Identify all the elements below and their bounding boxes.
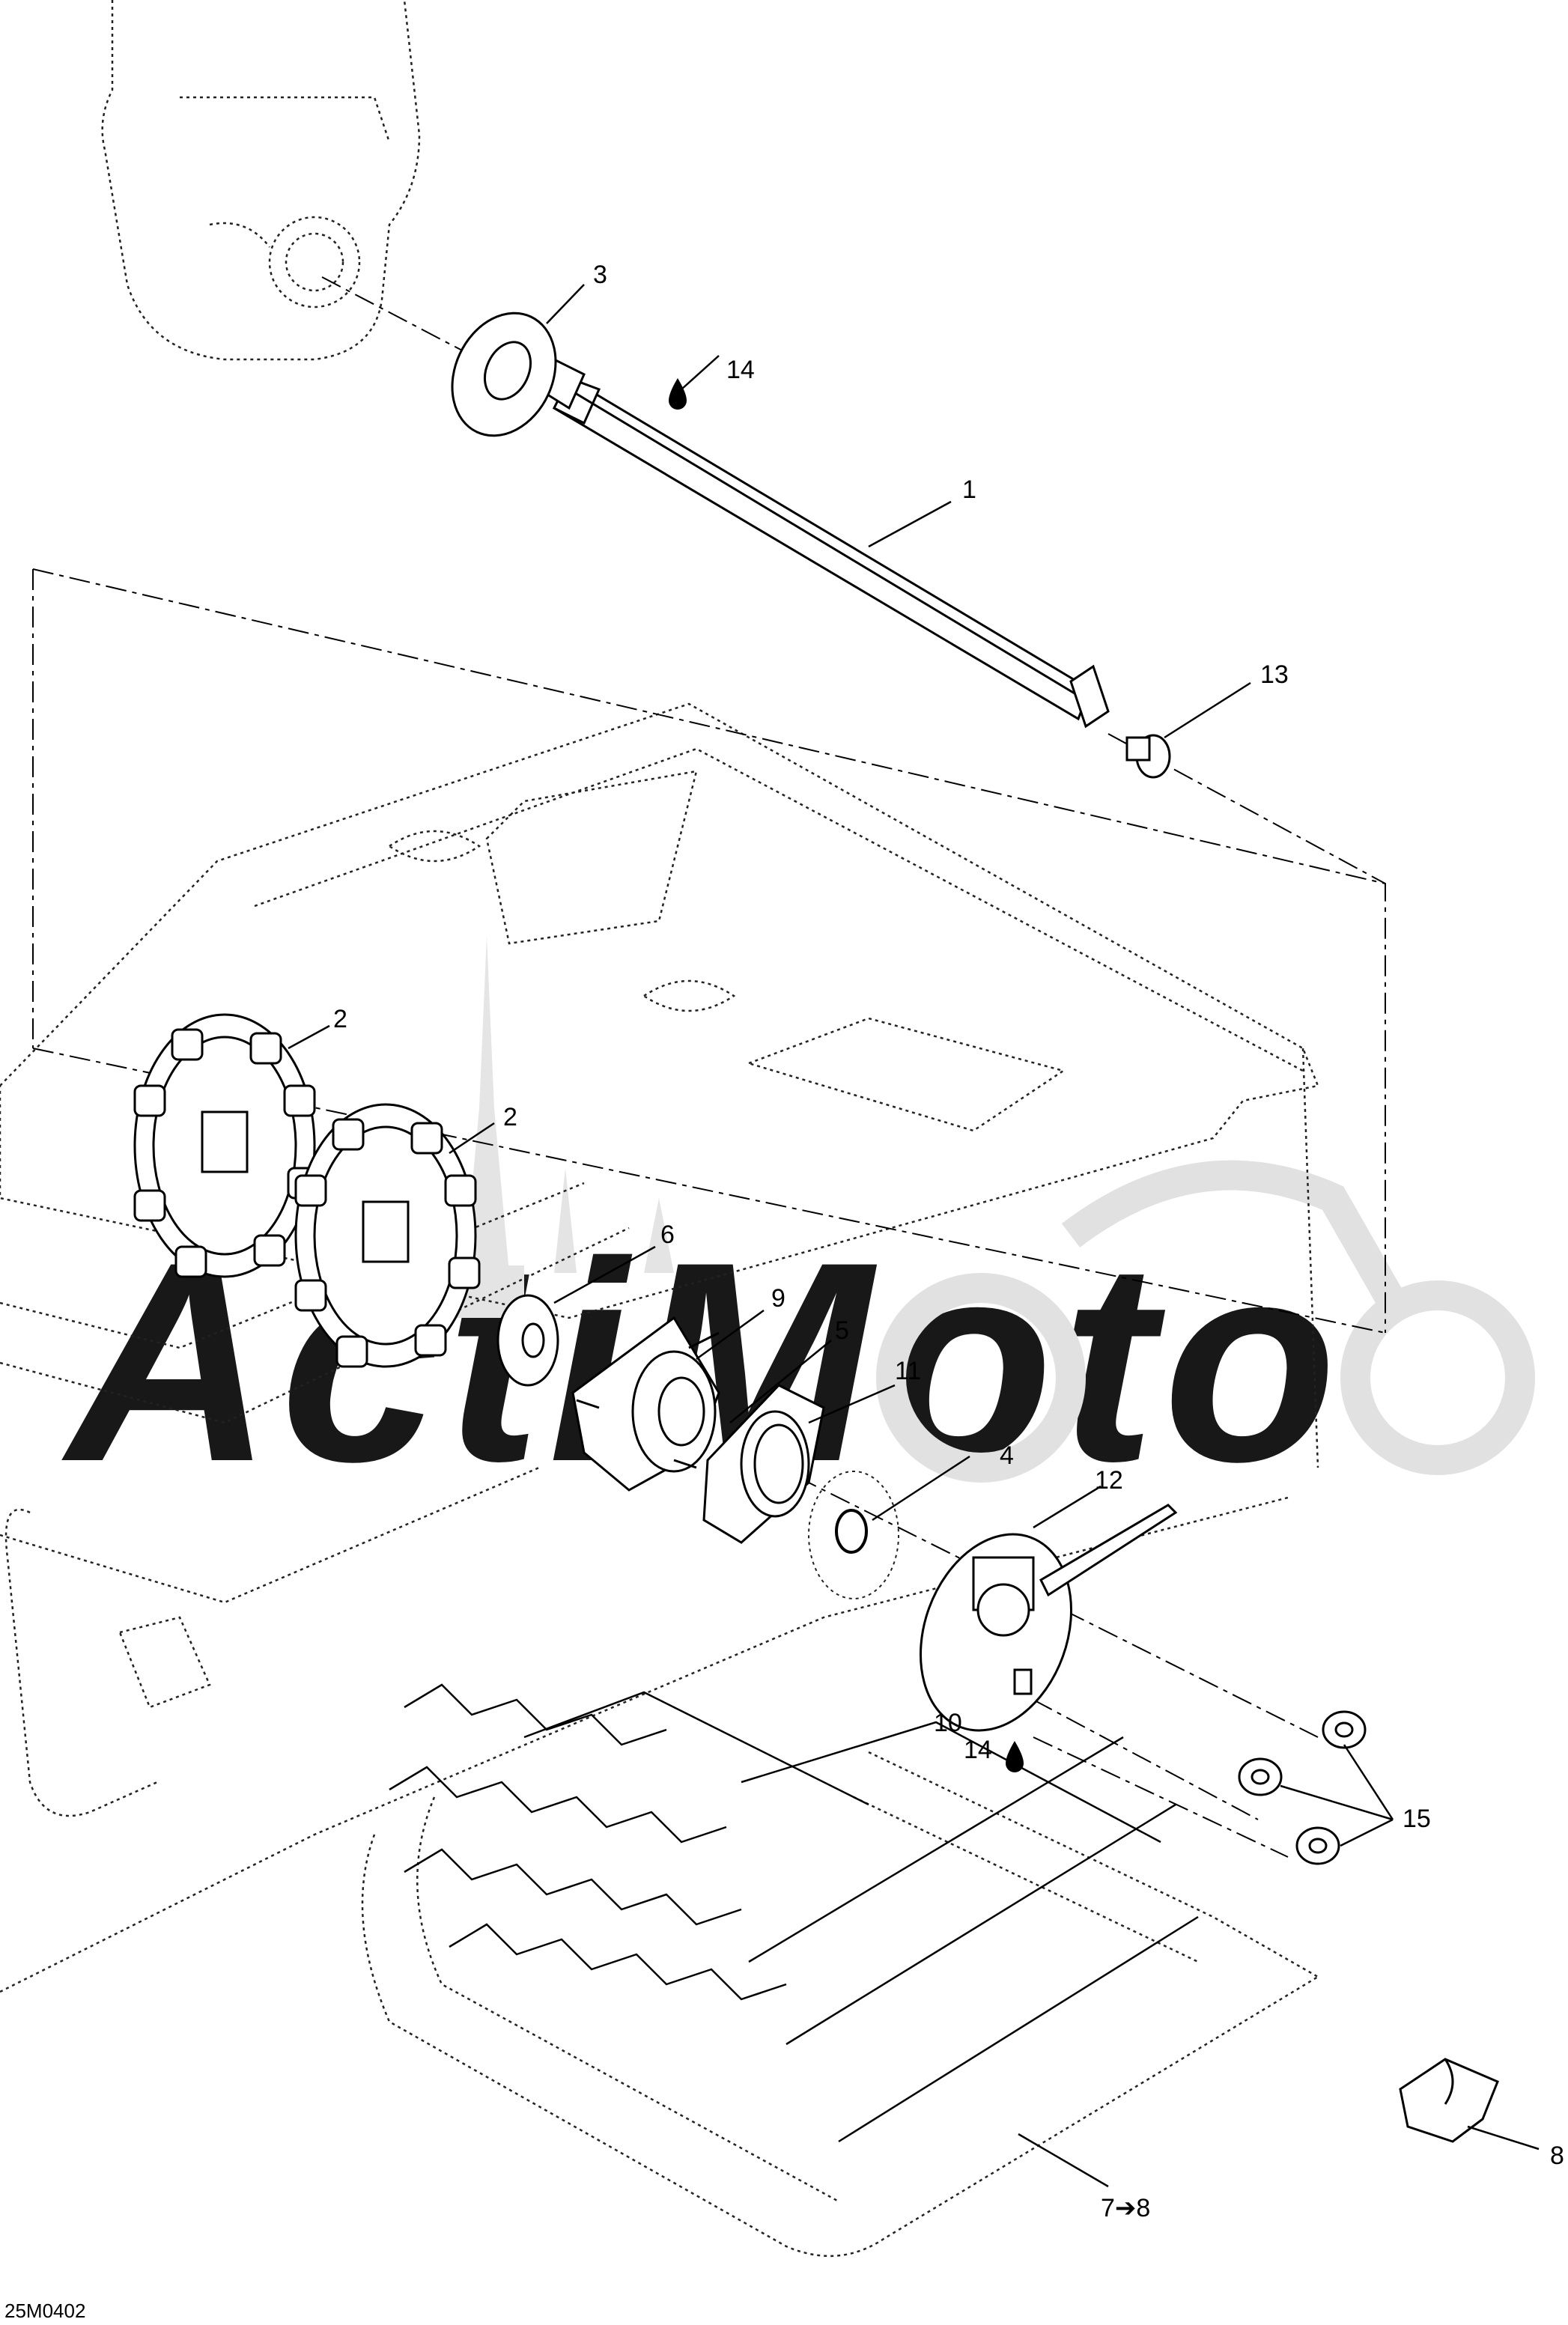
callout-4: 4 [1000, 1441, 1014, 1470]
chaincase-ghost [101, 0, 421, 361]
drawing-code: 25M0402 [4, 2300, 85, 2322]
callout-5: 5 [835, 1316, 849, 1345]
track-ghost [361, 1751, 1319, 2258]
callout-1: 1 [962, 475, 976, 504]
callout-12: 12 [1095, 1466, 1123, 1495]
callout-2: 2 [503, 1103, 517, 1131]
callout-3: 3 [593, 261, 607, 289]
flange-nuts-part [1238, 1710, 1367, 1865]
speedometer-housing-part [919, 1504, 1178, 1732]
seal-ghost [808, 1471, 899, 1599]
drive-shaft [538, 357, 1110, 729]
track-lugs [389, 1683, 1199, 2143]
callout-labels: 1 2 2 3 4 5 6 7➔8 8 9 10 11 12 13 14 14 … [333, 261, 1564, 2222]
oil-drop-icon [669, 378, 687, 410]
callout-13: 13 [1260, 660, 1289, 689]
drive-sprocket-outer [133, 1013, 320, 1278]
bearing-housing-part [571, 1316, 720, 1492]
callout-2: 2 [333, 1005, 347, 1033]
track-clip-part [1399, 2058, 1499, 2143]
oil-drop-icon [1006, 1741, 1024, 1772]
callout-11: 11 [895, 1357, 921, 1385]
drive-sprocket-inner [294, 1103, 481, 1368]
callout-10: 10 [934, 1709, 962, 1737]
callout-15: 15 [1403, 1805, 1431, 1833]
callout-7: 7➔8 [1101, 2194, 1150, 2222]
leader-lines [288, 284, 1540, 2188]
assembly-axis-lines [32, 276, 1386, 1858]
callout-8: 8 [1550, 2142, 1564, 2170]
callout-9: 9 [771, 1284, 785, 1313]
grease-fitting-part [1013, 1668, 1033, 1695]
watermark-motorcycle [876, 1160, 1535, 1483]
callout-14: 14 [726, 356, 755, 384]
callout-14: 14 [964, 1736, 992, 1764]
bearing-retainer-plate [702, 1384, 825, 1544]
end-screw-part [1125, 734, 1171, 779]
watermark: ActiMoto [58, 936, 1535, 1521]
callout-6: 6 [660, 1221, 675, 1249]
washer-part [451, 311, 557, 437]
spacer-part [496, 1294, 559, 1387]
o-ring-part [835, 1509, 868, 1554]
